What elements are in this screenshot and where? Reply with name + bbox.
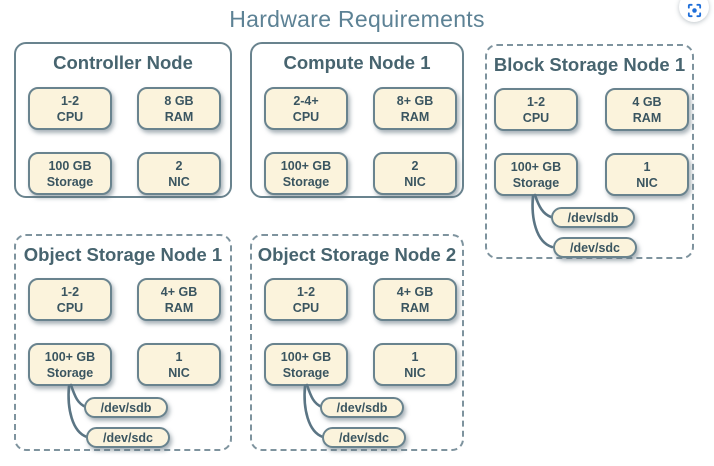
spec-nic: 1 NIC: [137, 343, 221, 386]
spec-ram: 4+ GB RAM: [137, 278, 221, 321]
spec-ram: 4 GB RAM: [605, 88, 689, 131]
spec-ram: 4+ GB RAM: [373, 278, 457, 321]
node-object-storage-2: Object Storage Node 2 1-2 CPU 4+ GB RAM …: [250, 234, 464, 451]
device-sdb: /dev/sdb: [551, 207, 635, 228]
node-title: Compute Node 1: [283, 52, 431, 73]
spec-ram: 8 GB RAM: [137, 87, 221, 130]
spec-cpu: 1-2 CPU: [264, 278, 348, 321]
spec-nic: 1 NIC: [373, 343, 457, 386]
node-controller: Controller Node 1-2 CPU 8 GB RAM 100 GB …: [14, 42, 232, 198]
spec-nic: 2 NIC: [373, 152, 457, 195]
spec-storage: 100+ GB Storage: [494, 153, 578, 196]
spec-cpu: 1-2 CPU: [494, 88, 578, 131]
spec-storage: 100 GB Storage: [28, 152, 112, 195]
spec-ram: 8+ GB RAM: [373, 87, 457, 130]
spec-storage: 100+ GB Storage: [264, 152, 348, 195]
screen-capture-button[interactable]: [679, 0, 709, 22]
spec-nic: 2 NIC: [137, 152, 221, 195]
spec-cpu: 1-2 CPU: [28, 87, 112, 130]
screen-capture-icon: [686, 0, 703, 19]
device-sdc: /dev/sdc: [553, 237, 637, 258]
device-sdc: /dev/sdc: [86, 427, 170, 448]
node-object-storage-1: Object Storage Node 1 1-2 CPU 4+ GB RAM …: [14, 234, 232, 451]
node-block-storage-1: Block Storage Node 1 1-2 CPU 4 GB RAM 10…: [485, 44, 694, 259]
spec-nic: 1 NIC: [605, 153, 689, 196]
device-sdb: /dev/sdb: [84, 397, 168, 418]
spec-storage: 100+ GB Storage: [264, 343, 348, 386]
page-title: Hardware Requirements: [229, 6, 485, 32]
spec-storage: 100+ GB Storage: [28, 343, 112, 386]
node-title: Object Storage Node 1: [23, 244, 223, 265]
node-title: Block Storage Node 1: [493, 54, 686, 75]
spec-cpu: 2-4+ CPU: [264, 87, 348, 130]
node-compute-1: Compute Node 1 2-4+ CPU 8+ GB RAM 100+ G…: [250, 42, 464, 198]
spec-cpu: 1-2 CPU: [28, 278, 112, 321]
node-title: Controller Node: [53, 52, 193, 73]
device-sdb: /dev/sdb: [320, 397, 404, 418]
node-title: Object Storage Node 2: [257, 244, 457, 265]
device-sdc: /dev/sdc: [322, 427, 406, 448]
